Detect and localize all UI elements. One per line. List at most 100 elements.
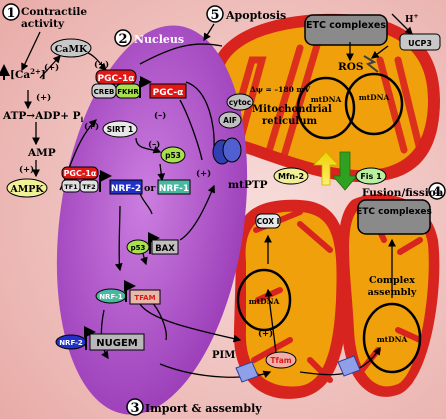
pim-label: PIM bbox=[212, 350, 235, 361]
plus-1: (+) bbox=[44, 62, 59, 73]
mtdna-1-label: mtDNA bbox=[311, 95, 342, 104]
mfn2-label: Mfn-2 bbox=[278, 172, 304, 181]
aif-label: AIF bbox=[223, 116, 237, 125]
etc-right-label: ETC complexes bbox=[356, 207, 432, 217]
minus-1: (–) bbox=[154, 110, 166, 121]
tfam-mito-oval bbox=[265, 351, 297, 369]
section-5-title: Apoptosis bbox=[225, 9, 286, 22]
tfam-gene-label: TFAM bbox=[134, 294, 155, 302]
tf1-label: TF1 bbox=[64, 183, 78, 191]
delta-psi-label: Δψ = –180 mV bbox=[250, 85, 310, 94]
section-4-title: Fusion/fission bbox=[362, 187, 444, 199]
ros-lightning-icon bbox=[363, 55, 379, 73]
plus-5: (+) bbox=[94, 59, 109, 70]
atp-adp-label: ATP→ADP+ Pi bbox=[2, 110, 84, 124]
complex-assembly-line1: Complex bbox=[369, 275, 415, 286]
sirt1-label: SIRT 1 bbox=[107, 125, 134, 134]
nucleus bbox=[56, 25, 248, 415]
import-channel-2 bbox=[337, 355, 361, 377]
section-1-title-line1: Contractile bbox=[21, 6, 87, 18]
plus-6: (+) bbox=[196, 168, 211, 179]
nrf1-gene-box bbox=[157, 179, 191, 195]
cytoc-oval bbox=[226, 93, 254, 111]
pgc1a-lower-label: PGC-1α bbox=[64, 169, 97, 178]
mfn2-oval bbox=[273, 167, 309, 185]
mitochondrion-bottom-left bbox=[233, 199, 349, 399]
pgc1a-box-lower bbox=[61, 166, 99, 180]
pgc1a-top-label: PGC-1α bbox=[98, 74, 135, 84]
etc-complexes-right-box bbox=[357, 199, 431, 235]
cox1-box bbox=[255, 213, 281, 229]
fusion-arrow-up bbox=[313, 151, 339, 186]
fis1-label: Fis 1 bbox=[360, 172, 382, 181]
pgc-promoter-arrow-icon bbox=[139, 76, 152, 98]
bax-gene-label: BAX bbox=[155, 244, 175, 254]
mtdna-circle-1 bbox=[296, 76, 356, 140]
p53-lower-label: p53 bbox=[131, 244, 146, 252]
etc-complexes-top-box bbox=[304, 14, 388, 46]
plus-3: (+) bbox=[19, 164, 34, 175]
reticulum-label-line1: Mitochondrial bbox=[252, 104, 332, 115]
fission-arrow-down bbox=[332, 151, 358, 191]
fis1-oval bbox=[355, 167, 387, 185]
mtptp-pore-right bbox=[222, 137, 242, 163]
hplus-label: H+ bbox=[405, 13, 419, 25]
nrf1-oval-label: NRF-1 bbox=[99, 293, 123, 301]
ucp3-label: UCP3 bbox=[408, 39, 432, 48]
import-channel-1 bbox=[235, 361, 259, 383]
nrf2-gene-label: NRF-2 bbox=[111, 184, 141, 194]
nrf-promoter-arrow-icon bbox=[99, 170, 112, 192]
tfam-promoter-arrow-icon bbox=[124, 280, 136, 302]
camk-oval bbox=[50, 38, 92, 58]
ucp3-box bbox=[399, 33, 441, 51]
nrf1-gene-label: NRF-1 bbox=[159, 184, 189, 194]
mtdna-3-label: mtDNA bbox=[249, 297, 280, 306]
tf2-label: TF2 bbox=[82, 183, 95, 191]
ampk-label: AMPK bbox=[9, 184, 44, 195]
tfam-gene-box bbox=[129, 289, 161, 305]
calcium-label: [Ca2+] bbox=[10, 67, 46, 81]
pgc1a-box-top bbox=[95, 69, 137, 85]
nrf2-oval-label: NRF-2 bbox=[59, 339, 83, 347]
p53-label: p53 bbox=[165, 151, 181, 160]
mtdna-circle-4 bbox=[362, 302, 422, 374]
etc-top-label: ETC complexes bbox=[306, 20, 386, 31]
section-1-number: 1 bbox=[6, 6, 15, 21]
p53-oval bbox=[160, 146, 186, 164]
pgc-gene-box bbox=[149, 83, 187, 99]
aif-oval bbox=[218, 111, 242, 129]
reticulum-label-line2: reticulum bbox=[262, 116, 317, 127]
cytoc-label: cytoc bbox=[229, 98, 252, 107]
plus-2: (+) bbox=[36, 92, 51, 103]
tf2-box bbox=[79, 179, 99, 193]
or-label: or bbox=[144, 183, 156, 194]
minus-2: (–) bbox=[148, 139, 160, 150]
section-4-number: 4 bbox=[432, 185, 441, 200]
section-2-number: 2 bbox=[118, 32, 127, 47]
mtdna-2-label: mtDNA bbox=[359, 93, 390, 102]
mtdna-circle-3 bbox=[236, 268, 292, 332]
mitochondrion-top bbox=[209, 13, 441, 183]
bax-promoter-arrow-icon bbox=[148, 232, 160, 254]
nugem-gene-label: NUGEM bbox=[96, 338, 138, 349]
bax-gene-box bbox=[151, 239, 179, 255]
cox1-label: COX I bbox=[257, 217, 280, 226]
section-badges bbox=[2, 3, 446, 416]
plus-7: (+) bbox=[258, 328, 273, 339]
camk-label: CaMK bbox=[55, 44, 88, 55]
sirt1-oval bbox=[102, 120, 138, 138]
fkhr-label: FKHR bbox=[117, 88, 139, 96]
nrf2-gene-box bbox=[109, 179, 143, 195]
creb-label: CREB bbox=[94, 88, 115, 96]
section-3-title: Import & assembly bbox=[145, 402, 262, 415]
mtptp-label: mtPTP bbox=[228, 179, 268, 191]
pgc-gene-label: PGC-α bbox=[153, 88, 184, 98]
nugem-promoter-arrow-icon bbox=[84, 326, 96, 350]
complex-assembly-line2: assembly bbox=[368, 287, 417, 298]
section-1-title-line2: activity bbox=[21, 18, 65, 30]
mtdna-4-label: mtDNA bbox=[377, 335, 408, 344]
ros-label: ROS bbox=[338, 61, 363, 73]
amp-label: AMP bbox=[27, 147, 56, 159]
